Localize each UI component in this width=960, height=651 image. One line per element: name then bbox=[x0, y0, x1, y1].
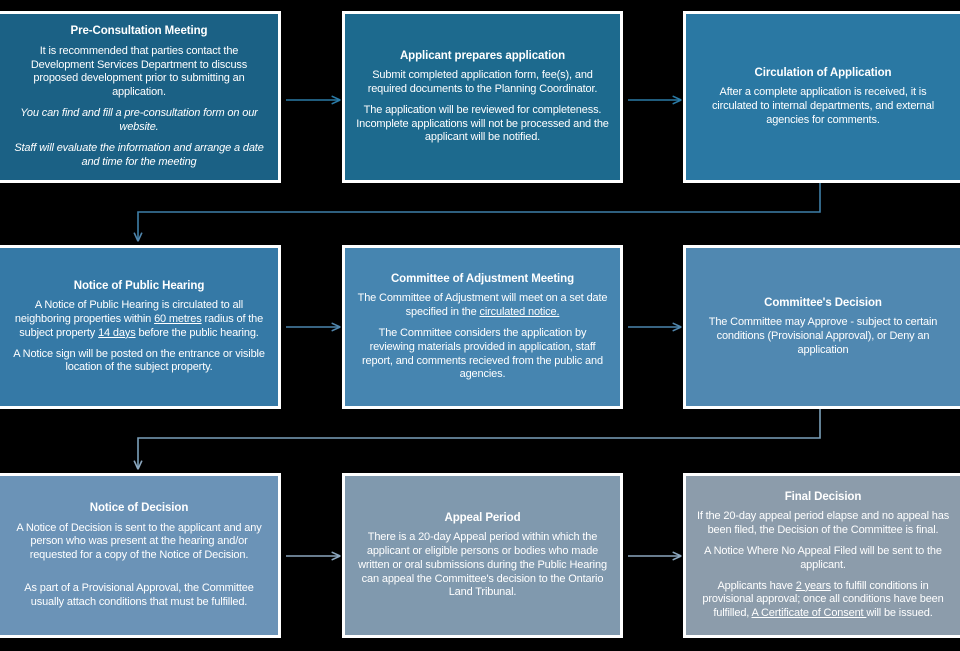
node-paragraph: The application will be reviewed for com… bbox=[356, 103, 609, 144]
node-title: Appeal Period bbox=[444, 511, 521, 524]
node-title: Notice of Decision bbox=[89, 502, 189, 515]
node-title: Final Decision bbox=[784, 490, 862, 503]
elbow-r2c3-to-r3c1 bbox=[138, 409, 821, 469]
node-paragraph: A Notice sign will be posted on the entr… bbox=[13, 347, 265, 374]
node-notice-of-decision[interactable]: Notice of Decision A Notice of Decision … bbox=[0, 473, 281, 638]
node-paragraph: A Notice of Public Hearing is circulated… bbox=[14, 299, 264, 339]
node-title: Committee of Adjustment Meeting bbox=[390, 272, 575, 285]
node-paragraph: The Committee considers the application … bbox=[362, 326, 603, 381]
node-circulation-of-application[interactable]: Circulation of Application After a compl… bbox=[683, 11, 960, 183]
node-paragraph: If the 20-day appeal period elapse and n… bbox=[696, 510, 950, 537]
node-paragraph: Staff will evaluate the information and … bbox=[14, 141, 264, 168]
node-committees-decision[interactable]: Committee's Decision The Committee may A… bbox=[683, 245, 960, 409]
node-paragraph: Submit completed application form, fee(s… bbox=[367, 69, 598, 95]
node-final-decision[interactable]: Final Decision If the 20-day appeal peri… bbox=[683, 473, 960, 638]
node-title: Applicant prepares application bbox=[399, 49, 566, 62]
node-paragraph: There is a 20-day Appeal period within w… bbox=[358, 531, 607, 599]
node-paragraph: The Committee of Adjustment will meet on… bbox=[357, 292, 608, 318]
node-title: Circulation of Application bbox=[754, 67, 892, 80]
node-paragraph: You can find and fill a pre-consultation… bbox=[20, 107, 258, 134]
node-title: Pre-Consultation Meeting bbox=[70, 25, 208, 38]
node-appeal-period[interactable]: Appeal Period There is a 20-day Appeal p… bbox=[342, 473, 623, 638]
node-pre-consultation-meeting[interactable]: Pre-Consultation Meeting It is recommend… bbox=[0, 11, 281, 183]
node-paragraph: A Notice Where No Appeal Filed will be s… bbox=[704, 544, 942, 571]
node-title: Notice of Public Hearing bbox=[73, 279, 205, 292]
node-title: Committee's Decision bbox=[764, 297, 882, 310]
node-paragraph: The Committee may Approve - subject to c… bbox=[708, 316, 938, 357]
node-paragraph: It is recommended that parties contact t… bbox=[30, 44, 248, 99]
elbow-r1c3-to-r2c1 bbox=[138, 183, 821, 241]
node-applicant-prepares-application[interactable]: Applicant prepares application Submit co… bbox=[342, 11, 623, 183]
node-paragraph: As part of a Provisional Approval, the C… bbox=[24, 582, 254, 608]
node-notice-of-public-hearing[interactable]: Notice of Public Hearing A Notice of Pub… bbox=[0, 245, 281, 409]
node-paragraph: After a complete application is received… bbox=[711, 86, 935, 127]
node-paragraph: Applicants have 2 years to fulfill condi… bbox=[702, 579, 944, 620]
node-committee-of-adjustment-meeting[interactable]: Committee of Adjustment Meeting The Comm… bbox=[342, 245, 623, 409]
node-paragraph: A Notice of Decision is sent to the appl… bbox=[16, 521, 262, 562]
